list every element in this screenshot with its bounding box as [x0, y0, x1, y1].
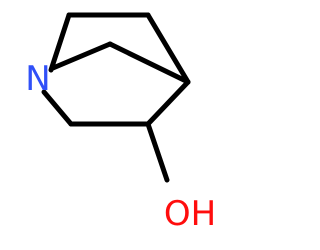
bond-c-oh-oxygen	[145, 121, 170, 183]
bond-c-middle-bridgehead	[107, 41, 191, 85]
bond-c-oh-bridgehead	[145, 79, 191, 127]
hydroxyl-group-label: OH	[164, 194, 216, 234]
bicyclic-structure: N OH	[25, 12, 216, 234]
bond-n-c-lower	[41, 89, 74, 127]
bond-n-c-upper	[48, 12, 72, 73]
nitrogen-atom-label: N	[25, 59, 50, 99]
bond-c-upper-right-bridgehead	[145, 12, 191, 85]
bond-n-c-middle	[50, 41, 113, 71]
structure-canvas: N OH	[25, 12, 216, 234]
